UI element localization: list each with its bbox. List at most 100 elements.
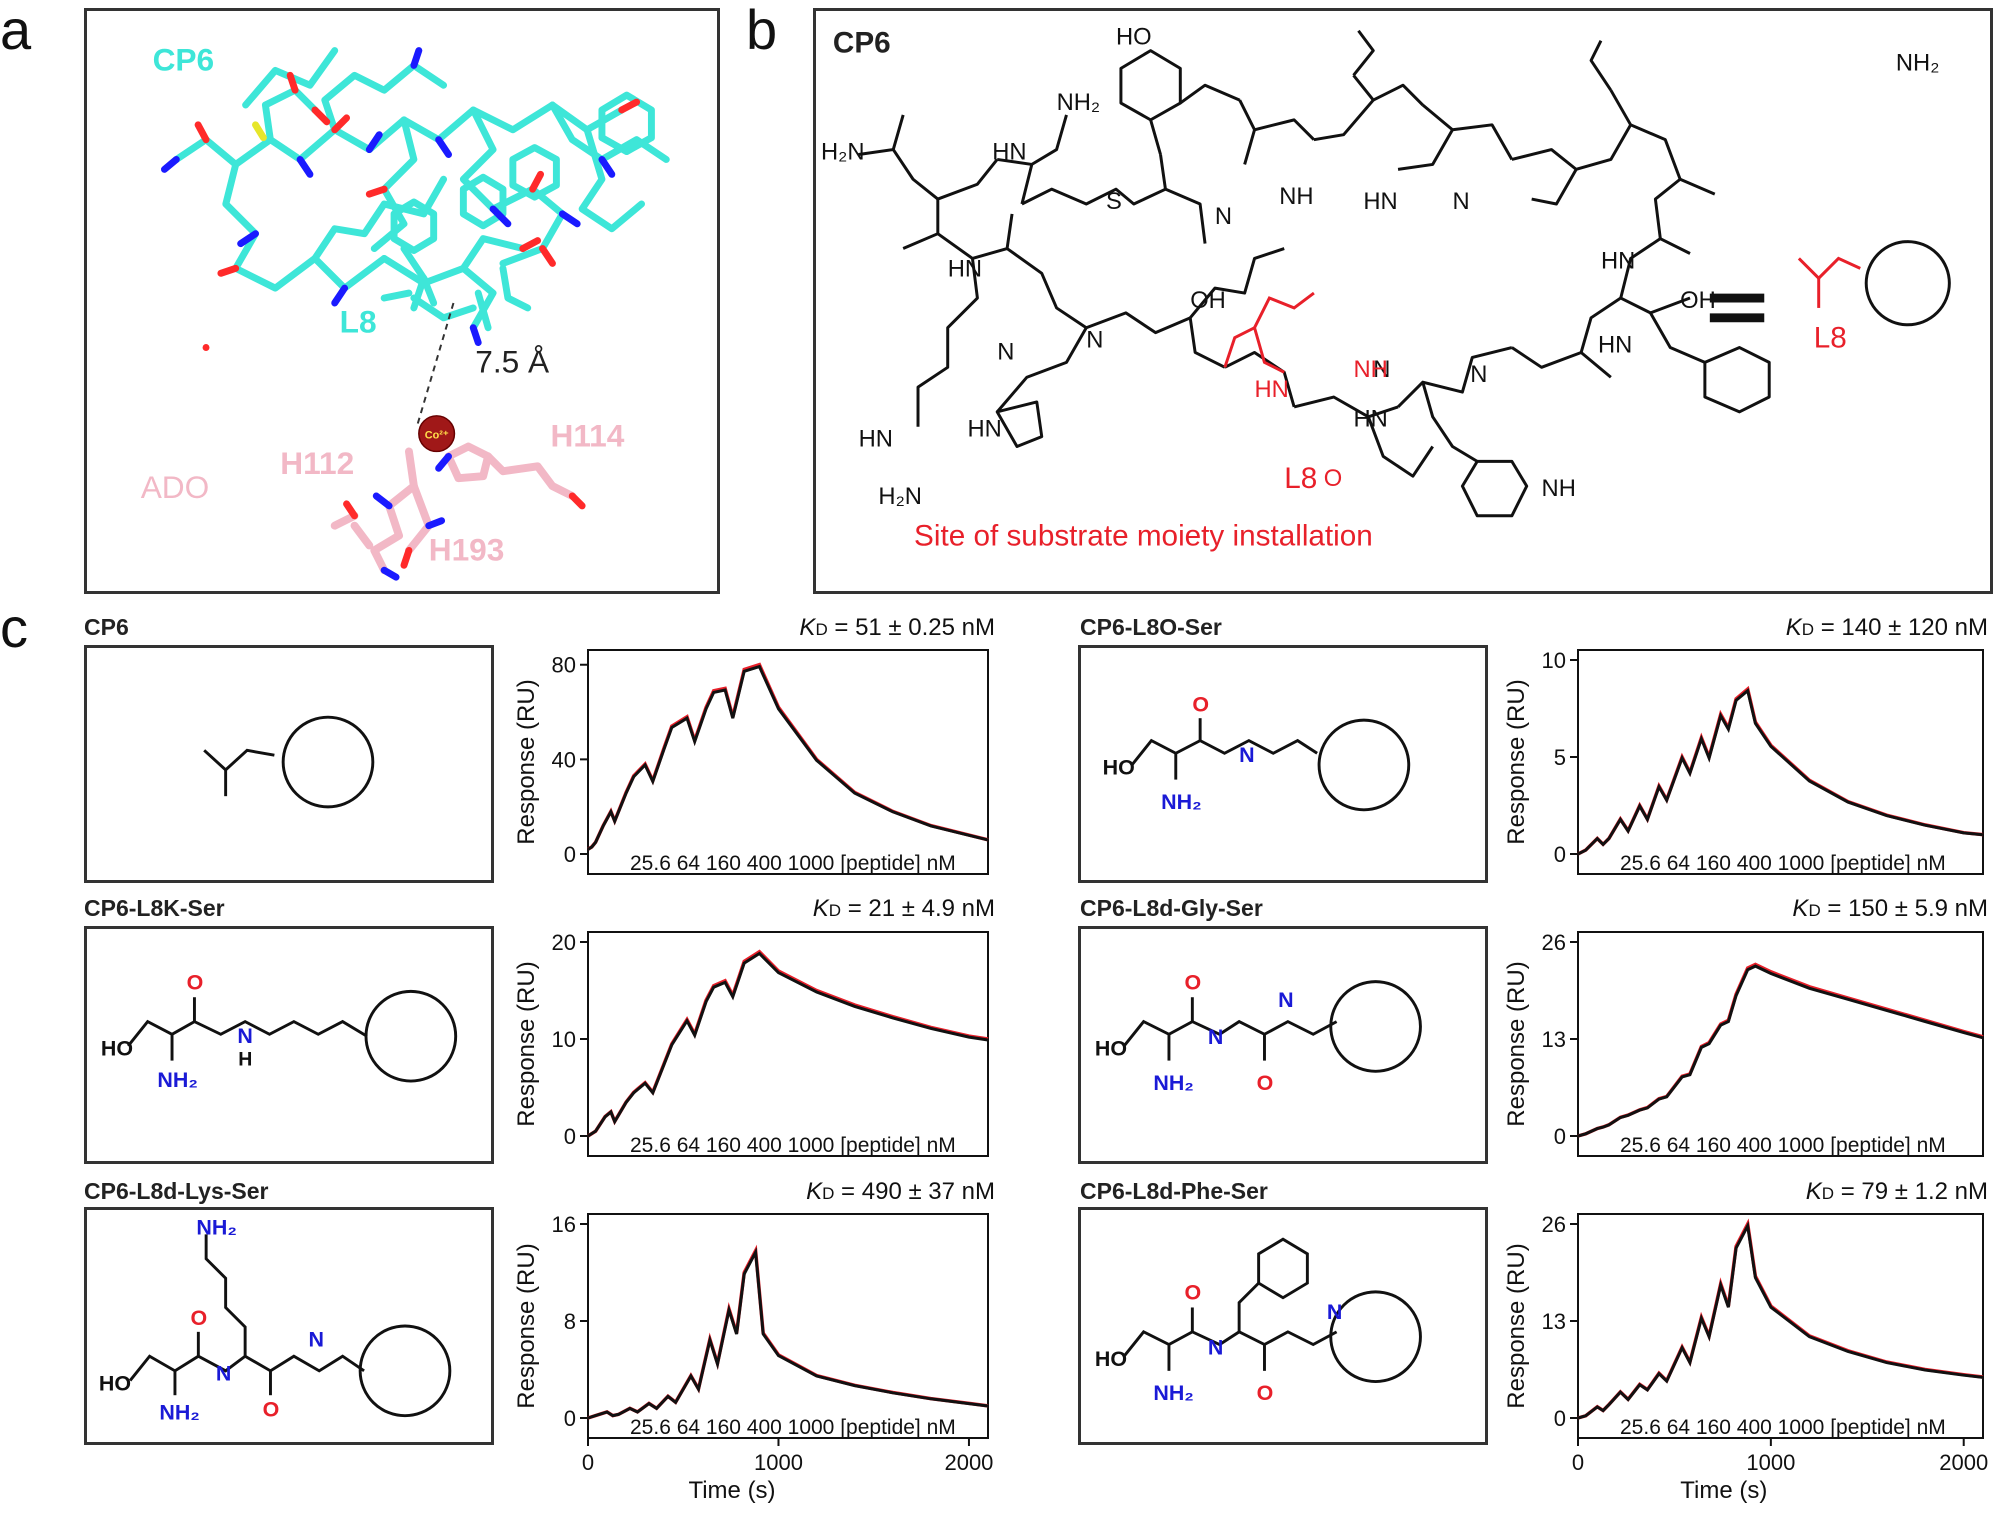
structure-box-l8k-ser: HO O N H NH₂ [84,926,494,1164]
sensorgram-fit-line [587,1247,989,1420]
cobalt-ion-sphere [418,415,456,453]
l8-sidechain-drawing [1797,256,1861,308]
panel-letter-c: c [0,596,28,659]
sensorgram-fit-line [1577,687,1984,856]
structure-box-l8d-gly-ser: HO O O N N NH₂ [1078,926,1488,1164]
plot-frame [587,649,989,875]
y-tick-label: 13 [1542,1309,1566,1334]
x-tick-label: 1000 [1746,1450,1795,1475]
atom-n-5: N [1373,356,1390,383]
y-tick-label: 40 [552,747,576,772]
sensorgram-fit-line [1577,964,1984,1138]
atom-nh2: NH₂ [1153,1381,1194,1405]
concentration-labels: 25.6 64 160 400 1000 [peptide] nM [1620,1134,1946,1157]
atom-n-1: N [1208,1335,1223,1359]
panel-a-structure-box: Co²⁺ CP6 L8 7.5 Å ADO H112 H114 H193 [84,8,720,594]
atom-hn-5: HN [1598,331,1632,358]
structure-box-l8d-lys-ser: HO O O NH₂ NH₂ N N [84,1207,494,1445]
atom-h2n-bottom: H₂N [878,483,922,510]
structure-box-l8o-ser: HO O N NH₂ [1078,645,1488,883]
h112-label: H112 [280,445,354,481]
atom-h: H [238,1048,252,1070]
atom-nh2: NH₂ [159,1401,200,1425]
plot-frame [587,931,989,1157]
cp6-structure-label: CP6 [153,41,215,77]
atom-n-1: N [1208,1025,1223,1049]
kd-label-l8d-phe-ser: KD = 79 ± 1.2 nM [1805,1178,1988,1205]
macrocycle-circle [1864,240,1951,327]
compound-title-l8d-gly-ser: CP6-L8d-Gly-Ser [1080,895,1263,921]
atom-oh-thr: OH [1680,287,1716,314]
atom-ho: HO [1095,1037,1127,1061]
atom-n-1: N [216,1362,231,1386]
atom-s: S [1106,188,1122,215]
compound-title-l8d-lys-ser: CP6-L8d-Lys-Ser [84,1178,269,1204]
x-tick-label: 2000 [944,1450,993,1475]
structure-cp6-sidechain [203,715,375,809]
structure-l8d-gly-ser: HO O O N N NH₂ [1095,970,1422,1095]
y-tick-label: 0 [564,1406,576,1431]
sensorgram-fit-line [587,951,989,1138]
sensorgram-data-line [587,1244,989,1420]
panel-letter-b: b [746,0,778,61]
y-axis-label: Response (RU) [1503,679,1530,844]
plot-frame [1577,931,1984,1157]
compound-title-cp6: CP6 [84,614,129,640]
atom-hn-2: HN [948,255,982,282]
atom-n-2: N [1278,988,1293,1012]
y-axis-label: Response (RU) [513,1243,540,1408]
atom-o: O [187,970,204,994]
concentration-labels: 25.6 64 160 400 1000 [peptide] nM [630,1416,956,1439]
structure-l8k-ser: HO O N H NH₂ [101,970,458,1092]
atom-nh2-amide: NH₂ [1057,89,1101,116]
panel-b-cp6-structure-box: CP6 [813,8,1993,594]
atom-n-2: N [1327,1300,1342,1324]
concentration-labels: 25.6 64 160 400 1000 [peptide] nM [630,1134,956,1157]
distance-label: 7.5 Å [475,343,550,379]
atom-ho-top: HO [1116,24,1152,51]
plot-frame [1577,1213,1984,1439]
h193-label: H193 [429,531,505,567]
atom-nh2: NH₂ [1153,1071,1194,1095]
y-tick-label: 0 [564,1124,576,1149]
y-tick-label: 10 [1542,648,1566,673]
structure-box-l8d-phe-ser: HO O O N N NH₂ [1078,1207,1488,1445]
l8-equals-label: L8 [1814,322,1847,355]
y-tick-label: 8 [564,1309,576,1334]
atom-nh2-lys: NH₂ [1896,49,1940,76]
atom-hn-l8: HN [1255,376,1289,403]
atom-hn-6: HN [1354,406,1388,433]
concentration-labels: 25.6 64 160 400 1000 [peptide] nM [1620,852,1946,875]
cobalt-label: Co²⁺ [425,430,449,442]
atom-n-3: N [1086,327,1103,354]
plot-frame [1577,649,1984,875]
concentration-labels: 25.6 64 160 400 1000 [peptide] nM [630,852,956,875]
h114-label: H114 [550,417,624,453]
compound-title-l8k-ser: CP6-L8K-Ser [84,895,225,921]
y-tick-label: 10 [552,1027,576,1052]
y-tick-label: 16 [552,1212,576,1237]
y-axis-label: Response (RU) [1503,961,1530,1126]
atom-nh-l8: NH [1354,356,1388,383]
site-of-installation-text: Site of substrate moiety installation [914,519,1373,552]
structure-box-cp6 [84,645,494,883]
kd-label-l8k-ser: KD = 21 ± 4.9 nM [812,895,995,922]
atom-h2n-left: H₂N [821,138,865,165]
atom-n: N [237,1024,252,1048]
y-axis-label: Response (RU) [513,961,540,1126]
atom-ho: HO [1095,1347,1127,1371]
atom-hn-1: HN [992,138,1026,165]
y-tick-label: 0 [1554,842,1566,867]
atom-oh-ser: OH [1190,287,1226,314]
y-tick-label: 0 [564,842,576,867]
l8-structure-label: L8 [340,304,377,340]
atom-o-1: O [1185,970,1202,994]
y-tick-label: 13 [1542,1027,1566,1052]
cp6-structure-title: CP6 [833,27,891,60]
atom-nh-trp: NH [1542,475,1576,502]
x-tick-label: 0 [582,1450,594,1475]
